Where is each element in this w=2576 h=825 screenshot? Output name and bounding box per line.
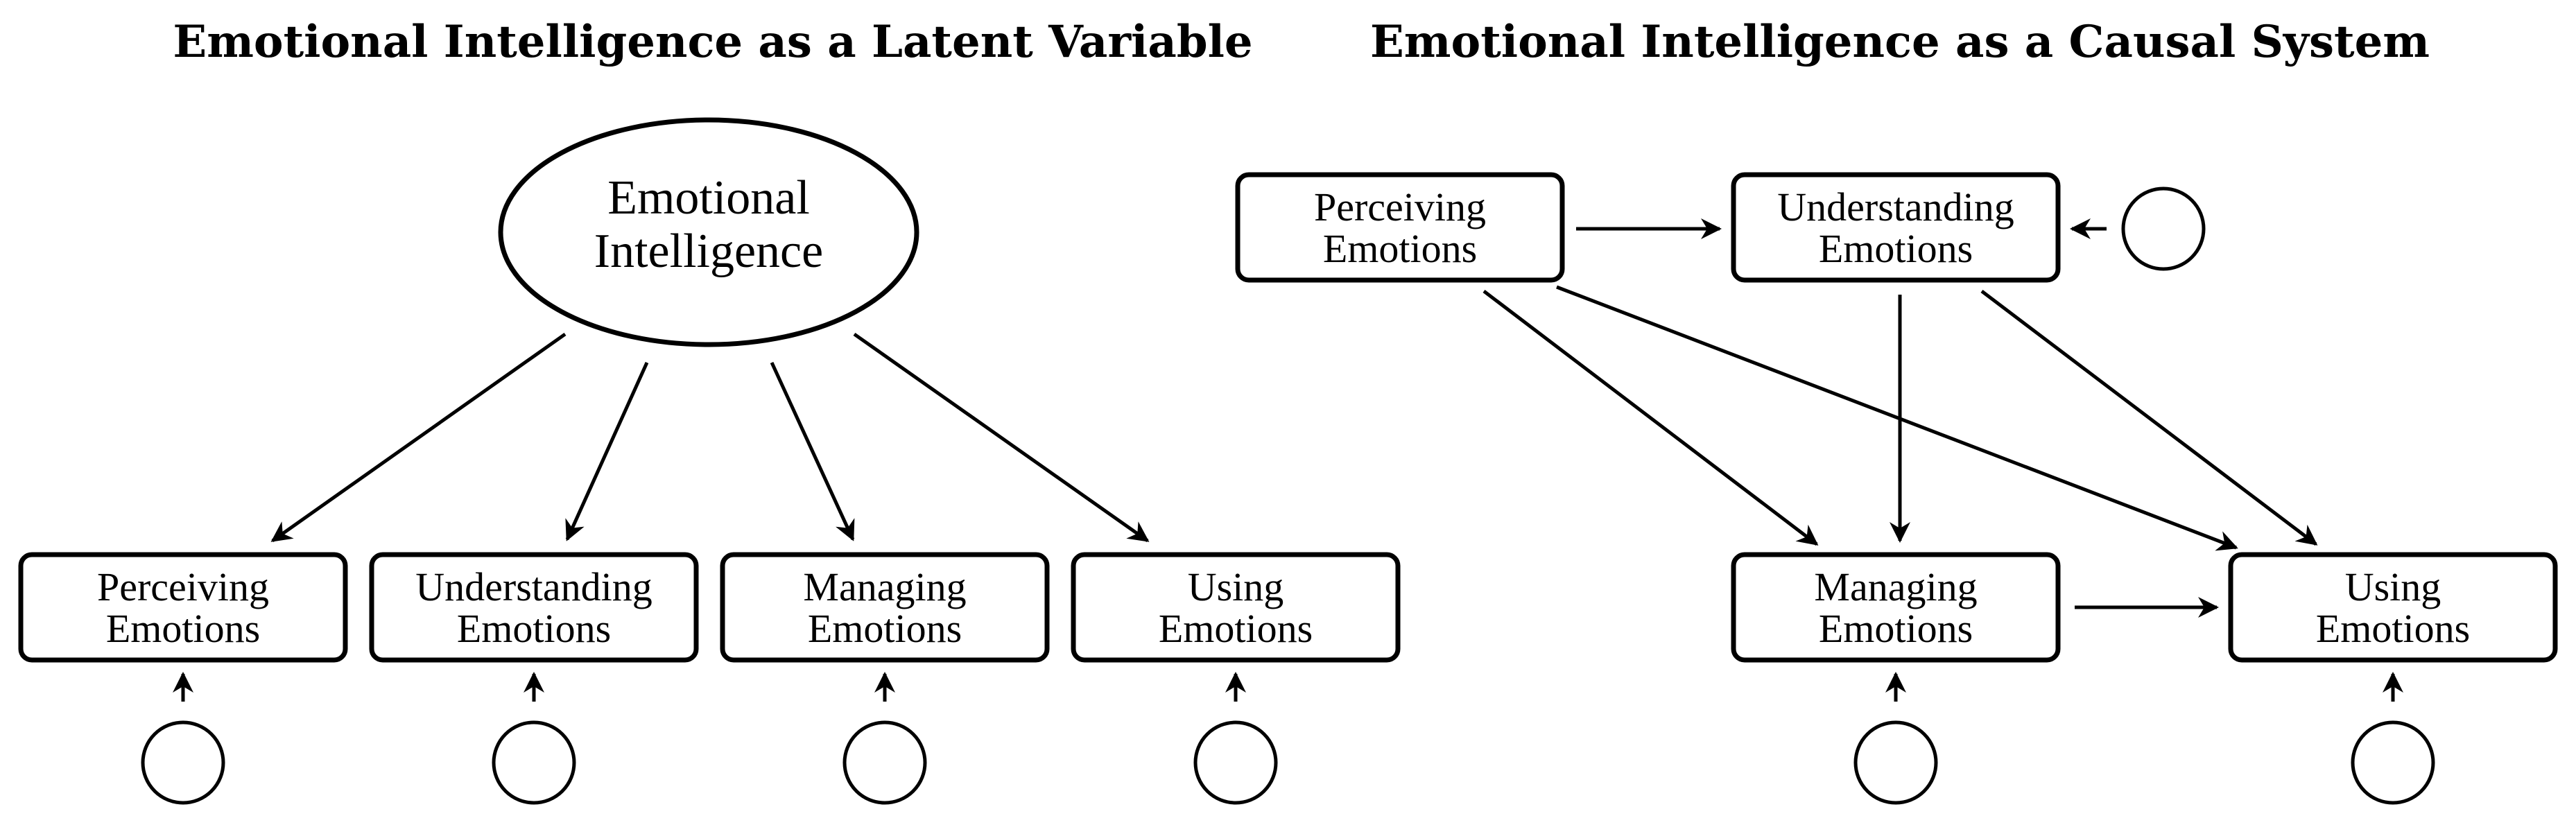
error-term-understanding-causal xyxy=(2121,186,2206,271)
causal-system-panel: Emotional Intelligence as a Causal Syste… xyxy=(1235,16,2558,805)
error-term-understanding xyxy=(492,720,576,805)
node-label-line1: Perceiving xyxy=(1314,184,1486,229)
indicator-label-line2: Emotions xyxy=(1159,606,1313,651)
indicator-label-line1: Managing xyxy=(803,564,966,609)
node-label-line1: Using xyxy=(2345,564,2441,609)
error-term-using-causal xyxy=(2351,720,2435,805)
indicator-using-emotions: Using Emotions xyxy=(1071,552,1401,663)
causal-panel-title: Emotional Intelligence as a Causal Syste… xyxy=(1370,16,2430,68)
indicator-label-line2: Emotions xyxy=(457,606,611,651)
loading-arrow-perceiving xyxy=(270,332,567,543)
indicator-label-line2: Emotions xyxy=(106,606,260,651)
error-term-managing-causal xyxy=(1853,720,1938,805)
edge-understanding-to-using xyxy=(1980,290,2318,546)
indicator-perceiving-emotions: Perceiving Emotions xyxy=(18,552,348,663)
node-label-line1: Understanding xyxy=(1777,184,2014,229)
indicator-label-line1: Understanding xyxy=(415,564,652,609)
node-label-line2: Emotions xyxy=(1819,606,1973,651)
indicator-label-line1: Perceiving xyxy=(97,564,269,609)
latent-emotional-intelligence-node: Emotional Intelligence xyxy=(498,117,919,347)
causal-node-using-emotions: Using Emotions xyxy=(2228,552,2558,663)
indicator-label-line1: Using xyxy=(1188,564,1284,609)
edge-perceiving-to-using xyxy=(1556,285,2238,551)
causal-node-perceiving-emotions: Perceiving Emotions xyxy=(1235,172,1565,283)
latent-panel-title: Emotional Intelligence as a Latent Varia… xyxy=(173,16,1252,68)
indicator-understanding-emotions: Understanding Emotions xyxy=(369,552,699,663)
causal-node-understanding-emotions: Understanding Emotions xyxy=(1731,172,2061,283)
indicator-managing-emotions: Managing Emotions xyxy=(720,552,1050,663)
latent-label-line1: Emotional xyxy=(607,171,810,225)
error-term-using xyxy=(1193,720,1278,805)
node-label-line2: Emotions xyxy=(2316,606,2470,651)
indicator-label-line2: Emotions xyxy=(808,606,962,651)
node-label-line1: Managing xyxy=(1814,564,1977,609)
latent-label-line2: Intelligence xyxy=(594,225,823,278)
loading-arrow-understanding xyxy=(565,361,649,541)
causal-node-managing-emotions: Managing Emotions xyxy=(1731,552,2061,663)
error-term-managing xyxy=(842,720,927,805)
loading-arrow-managing xyxy=(770,361,855,541)
latent-variable-panel: Emotional Intelligence as a Latent Varia… xyxy=(18,16,1401,805)
loading-arrow-using xyxy=(853,332,1150,543)
edge-perceiving-to-managing xyxy=(1483,290,1819,546)
node-label-line2: Emotions xyxy=(1819,226,1973,271)
error-term-perceiving xyxy=(141,720,225,805)
node-label-line2: Emotions xyxy=(1323,226,1477,271)
